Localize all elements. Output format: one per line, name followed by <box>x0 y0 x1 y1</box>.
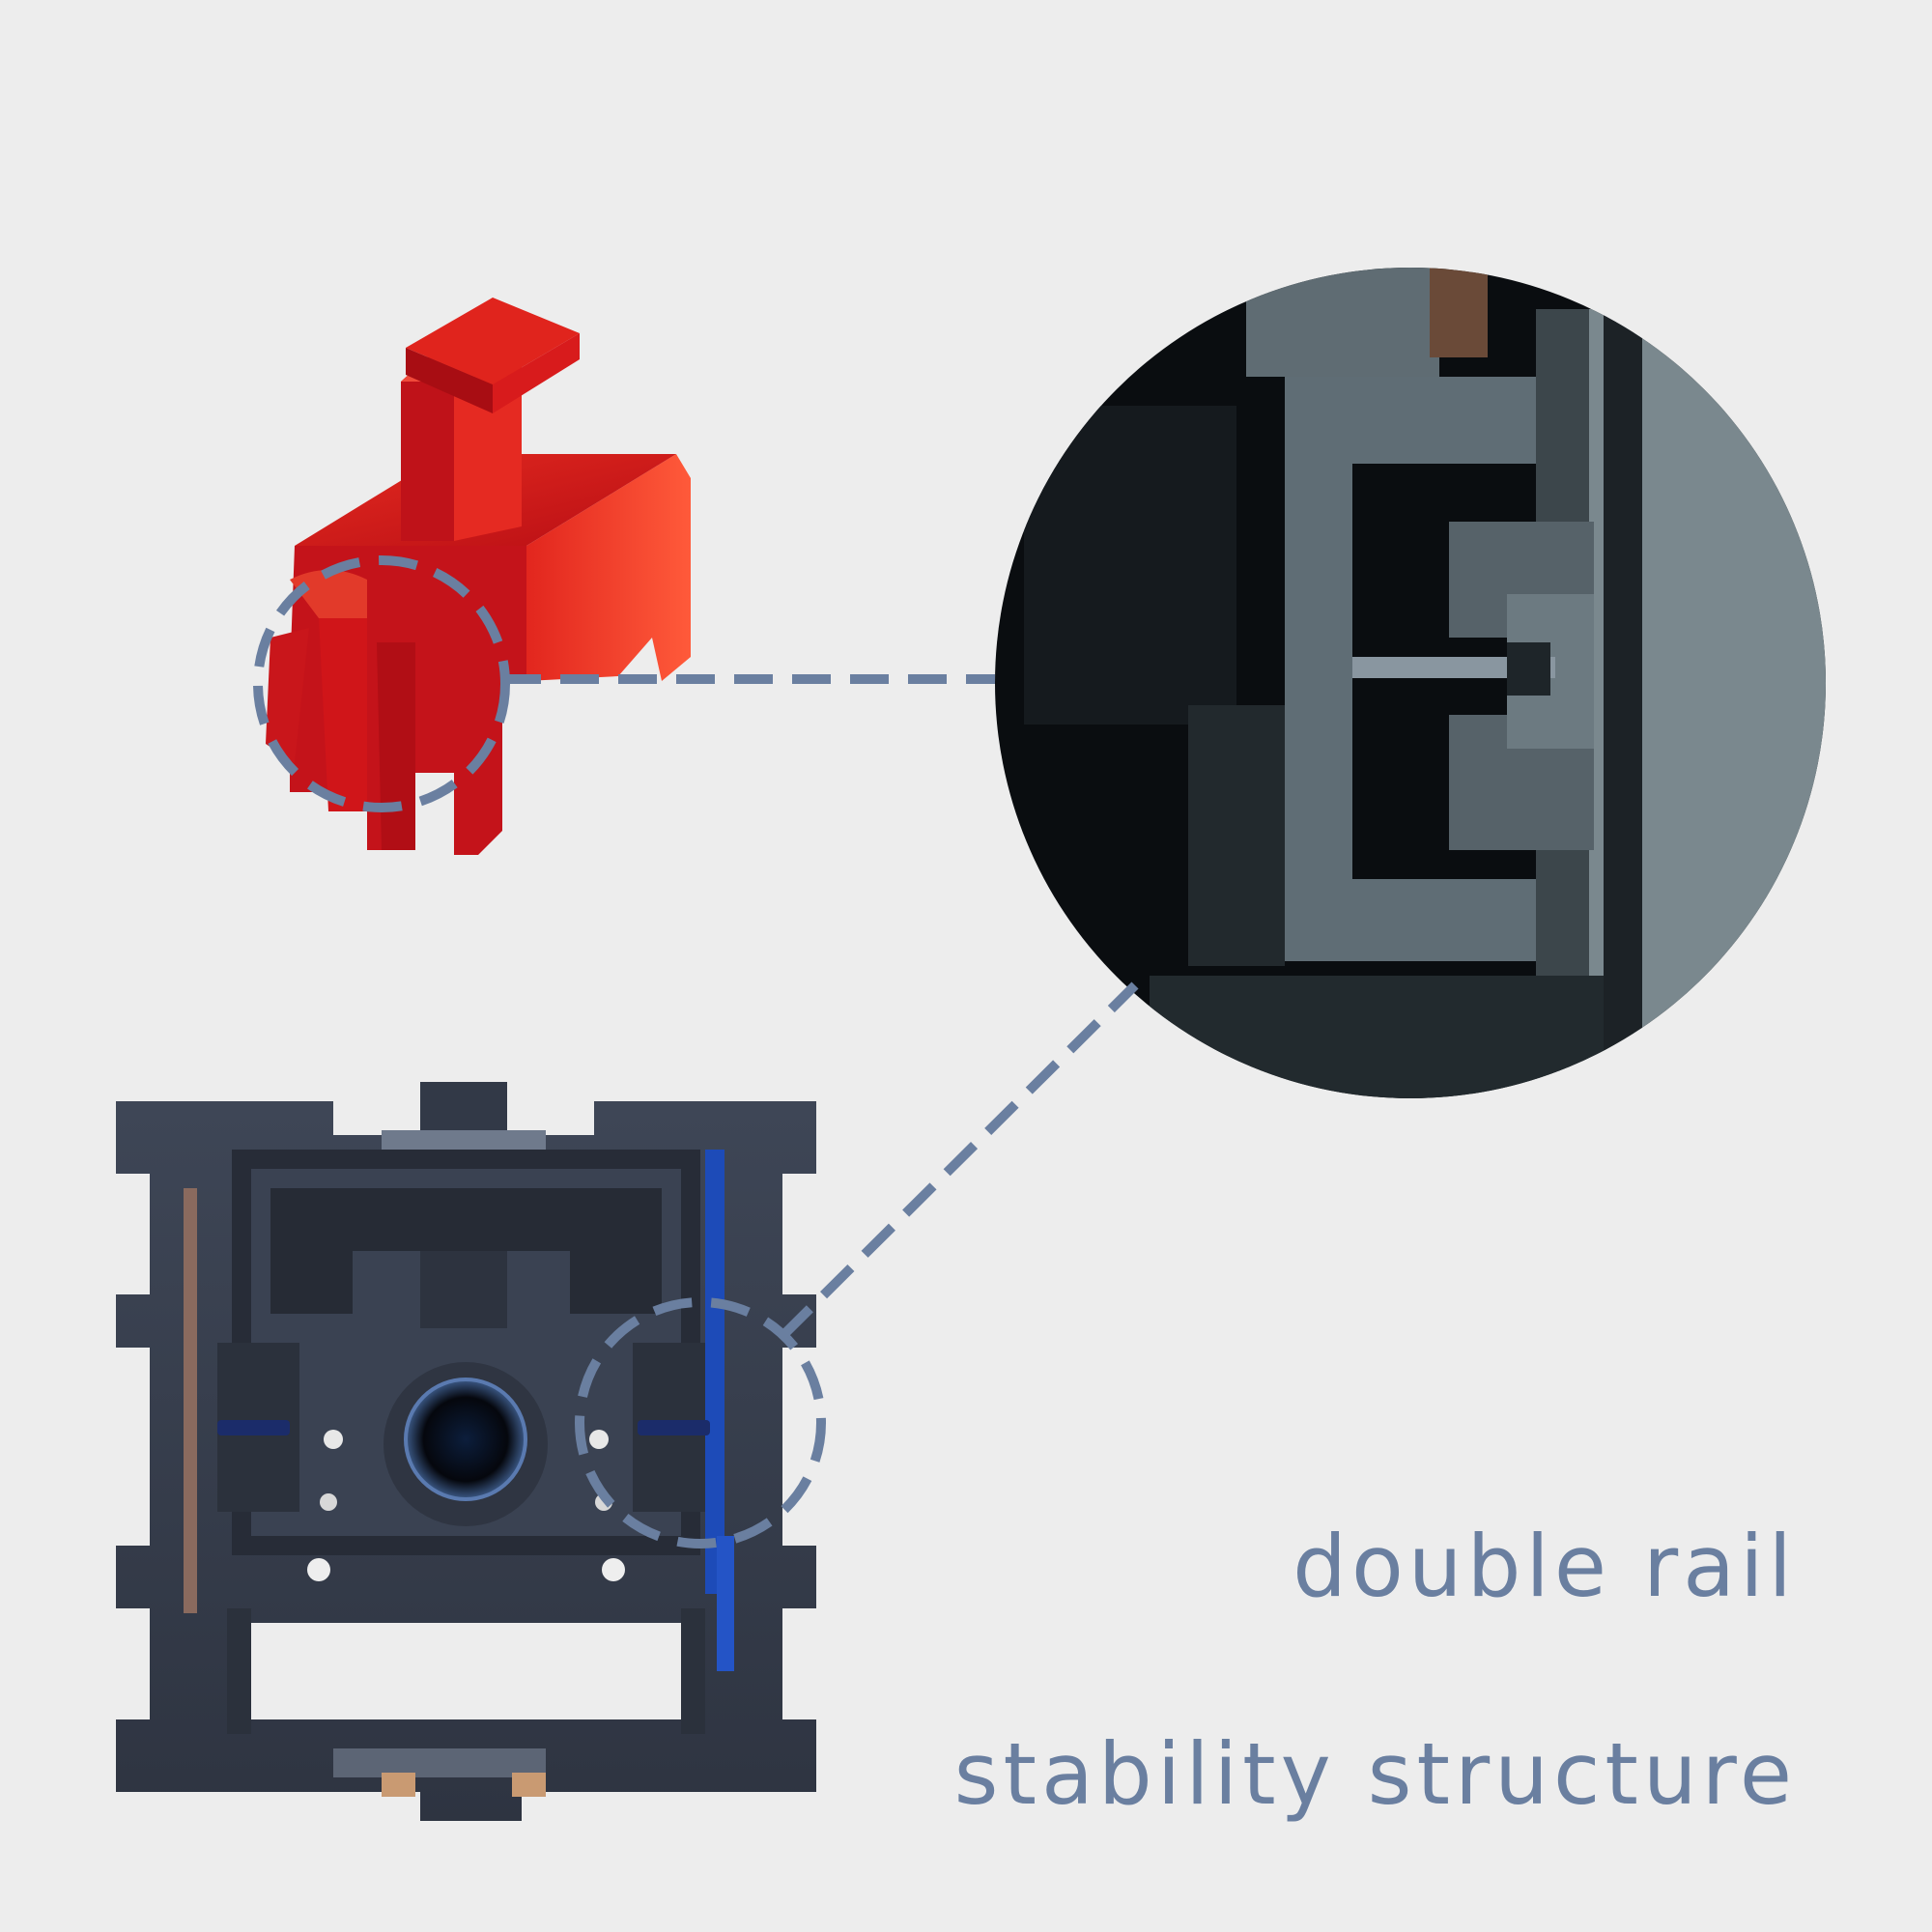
red-stem-illustration <box>266 298 691 855</box>
housing-callout-line <box>779 981 1139 1340</box>
caption-stability-structure: stability structure <box>953 1724 1797 1824</box>
housing-callout-circle <box>575 1297 826 1548</box>
callout-lines <box>253 555 1139 1548</box>
caption-double-rail: double rail <box>1293 1517 1797 1616</box>
switch-housing-illustration <box>116 1082 816 1821</box>
